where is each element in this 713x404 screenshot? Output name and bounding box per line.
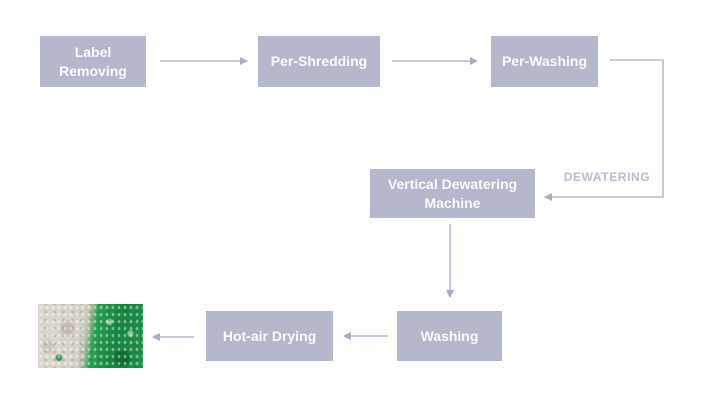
flow-node-hot-air-drying: Hot-air Drying [206, 311, 333, 361]
flow-node-per-shredding: Per-Shredding [258, 36, 380, 87]
flow-node-label: Vertical Dewatering Machine [387, 176, 518, 211]
plastic-flakes-image [38, 304, 143, 368]
flow-node-label: Per-Shredding [270, 53, 368, 70]
flow-node-label: Per-Washing [501, 53, 588, 70]
flow-node-label: Hot-air Drying [222, 327, 317, 344]
flow-node-washing: Washing [397, 311, 502, 361]
flow-node-vertical-dewatering-machine: Vertical Dewatering Machine [370, 169, 535, 218]
flow-node-label: Label Removing [59, 44, 127, 79]
flow-node-label-removing: Label Removing [40, 36, 146, 87]
flow-node-label: Washing [420, 327, 479, 344]
flow-node-per-washing: Per-Washing [491, 36, 598, 87]
dewatering-edge-label: DEWATERING [563, 170, 651, 184]
